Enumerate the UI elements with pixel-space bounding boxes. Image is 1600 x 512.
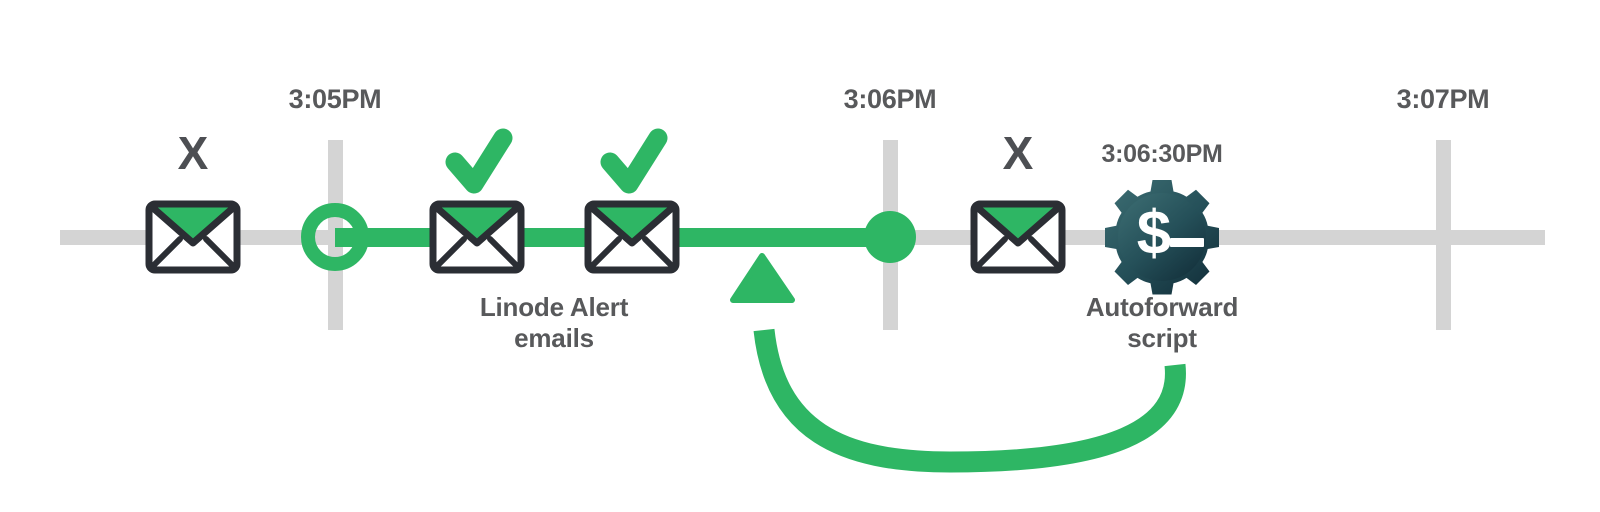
check-icon bbox=[445, 128, 513, 194]
envelope-icon bbox=[584, 200, 680, 274]
label-autoforward-script-line1: Autoforward bbox=[1085, 292, 1239, 322]
envelope-icon bbox=[970, 200, 1066, 274]
status-blocked-x-icon: X bbox=[1002, 127, 1034, 179]
label-linode-alert-emails-line2: emails bbox=[514, 323, 594, 353]
status-blocked-x-icon: X bbox=[177, 127, 209, 179]
tick-label-305: 3:05PM bbox=[288, 84, 382, 114]
svg-text:$: $ bbox=[1137, 199, 1171, 268]
autoforward-feedback-arrow bbox=[753, 328, 1186, 473]
envelope-icon bbox=[145, 200, 241, 274]
tick-label-306: 3:06PM bbox=[843, 84, 937, 114]
label-autoforward-script-line2: script bbox=[1127, 323, 1197, 353]
envelope-icon bbox=[429, 200, 525, 274]
gear-dollar-icon: $ bbox=[1105, 180, 1219, 295]
arrowhead-icon bbox=[730, 253, 795, 303]
marker-ring-305 bbox=[301, 203, 369, 271]
label-autoforward-time: 3:06:30PM bbox=[1101, 140, 1223, 168]
marker-dot-306 bbox=[864, 211, 916, 263]
tick-label-307: 3:07PM bbox=[1396, 84, 1490, 114]
label-linode-alert-emails-line1: Linode Alert bbox=[479, 292, 629, 322]
check-icon bbox=[600, 128, 668, 194]
tick-mark-307 bbox=[1436, 140, 1451, 330]
